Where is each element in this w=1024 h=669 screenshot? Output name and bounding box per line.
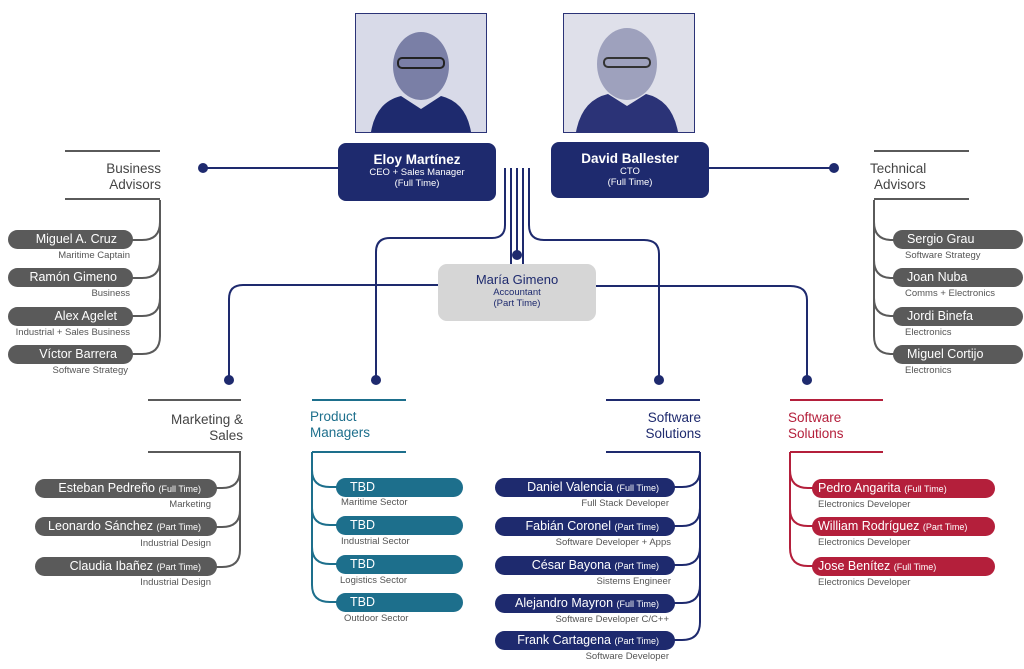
connector-dot <box>654 375 664 385</box>
connector-dot <box>371 375 381 385</box>
cto-portrait <box>563 13 695 133</box>
business-advisor-pill: Alex Agelet <box>8 307 133 326</box>
business-advisor-desc: Maritime Captain <box>58 250 130 261</box>
software-member-desc: Software Developer + Apps <box>555 537 671 548</box>
marketing-heading: Marketing &Sales <box>170 412 243 443</box>
connector-dot <box>512 250 522 260</box>
business-advisor-pill: Víctor Barrera <box>8 345 133 364</box>
software-member-pill: Fabián Coronel (Part Time) <box>495 517 675 536</box>
hardware-member-desc: Electronics Developer <box>818 537 911 548</box>
product-manager-pill: TBD <box>336 593 463 612</box>
connector-dot <box>829 163 839 173</box>
technical-advisors-rule <box>874 150 969 152</box>
technical-advisor-desc: Software Strategy <box>905 250 981 261</box>
hardware-member-pill: Jose Benítez (Full Time) <box>812 557 995 576</box>
technical-advisor-pill: Jordi Binefa <box>893 307 1023 326</box>
cto-role: CTO <box>620 166 640 177</box>
ceo-time: (Full Time) <box>394 178 440 189</box>
marketing-member-pill: Leonardo Sánchez (Part Time) <box>35 517 217 536</box>
ceo-portrait <box>355 13 487 133</box>
hardware-rule <box>790 451 883 453</box>
accountant-card: María Gimeno Accountant (Part Time) <box>438 264 596 321</box>
product-manager-pill: TBD <box>336 555 463 574</box>
software-member-desc: Sistems Engineer <box>596 576 671 587</box>
software-member-pill: Daniel Valencia (Full Time) <box>495 478 675 497</box>
software-rule <box>606 399 700 401</box>
cto-time: (Full Time) <box>607 177 653 188</box>
hardware-member-pill: Pedro Angarita (Full Time) <box>812 479 995 498</box>
business-advisor-desc: Industrial + Sales Business <box>15 327 130 338</box>
product-manager-desc: Maritime Sector <box>341 497 408 508</box>
product-manager-desc: Outdoor Sector <box>344 613 409 624</box>
ceo-role: CEO + Sales Manager <box>369 167 465 178</box>
software-member-pill: Alejandro Mayron (Full Time) <box>495 594 675 613</box>
ceo-name: Eloy Martínez <box>373 152 461 167</box>
product-managers-rule <box>312 451 406 453</box>
software-member-desc: Software Developer <box>585 651 669 662</box>
product-manager-pill: TBD <box>336 516 463 535</box>
accountant-role: Accountant <box>493 287 541 298</box>
technical-advisor-desc: Electronics <box>905 327 952 338</box>
technical-advisor-pill: Miguel Cortijo <box>893 345 1023 364</box>
cto-card: David Ballester CTO (Full Time) <box>551 142 709 198</box>
software-member-pill: César Bayona (Part Time) <box>495 556 675 575</box>
business-advisor-pill: Ramón Gimeno <box>8 268 133 287</box>
software-member-desc: Full Stack Developer <box>581 498 669 509</box>
ceo-card: Eloy Martínez CEO + Sales Manager (Full … <box>338 143 496 201</box>
technical-advisor-pill: Sergio Grau <box>893 230 1023 249</box>
cto-name: David Ballester <box>581 151 679 166</box>
technical-advisor-desc: Electronics <box>905 365 952 376</box>
business-advisor-pill: Miguel A. Cruz <box>8 230 133 249</box>
technical-advisors-rule <box>874 198 969 200</box>
connector-dot <box>224 375 234 385</box>
technical-advisor-desc: Comms + Electronics <box>905 288 996 299</box>
software-rule <box>606 451 700 453</box>
software-member-pill: Frank Cartagena (Part Time) <box>495 631 675 650</box>
product-manager-desc: Logistics Sector <box>340 575 408 586</box>
marketing-member-pill: Esteban Pedreño (Full Time) <box>35 479 217 498</box>
marketing-rule <box>148 451 241 453</box>
hardware-member-desc: Electronics Developer <box>818 499 911 510</box>
connector-dot <box>802 375 812 385</box>
product-manager-pill: TBD <box>336 478 463 497</box>
technical-advisor-pill: Joan Nuba <box>893 268 1023 287</box>
business-advisor-desc: Business <box>91 288 130 299</box>
software-member-desc: Software Developer C/C++ <box>555 614 669 625</box>
accountant-name: María Gimeno <box>475 272 559 287</box>
accountant-time: (Part Time) <box>493 298 541 309</box>
marketing-rule <box>148 399 241 401</box>
business-advisors-rule <box>65 150 160 152</box>
marketing-member-desc: Industrial Design <box>140 538 211 549</box>
marketing-member-desc: Marketing <box>169 499 211 510</box>
hardware-member-pill: William Rodríguez (Part Time) <box>812 517 995 536</box>
marketing-member-pill: Claudia Ibañez (Part Time) <box>35 557 217 576</box>
connector-dot <box>198 163 208 173</box>
hardware-member-desc: Electronics Developer <box>818 577 911 588</box>
hardware-rule <box>790 399 883 401</box>
product-managers-rule <box>312 399 406 401</box>
marketing-member-desc: Industrial Design <box>140 577 211 588</box>
business-advisors-rule <box>65 198 160 200</box>
product-manager-desc: Industrial Sector <box>341 536 410 547</box>
business-advisor-desc: Software Strategy <box>52 365 128 376</box>
